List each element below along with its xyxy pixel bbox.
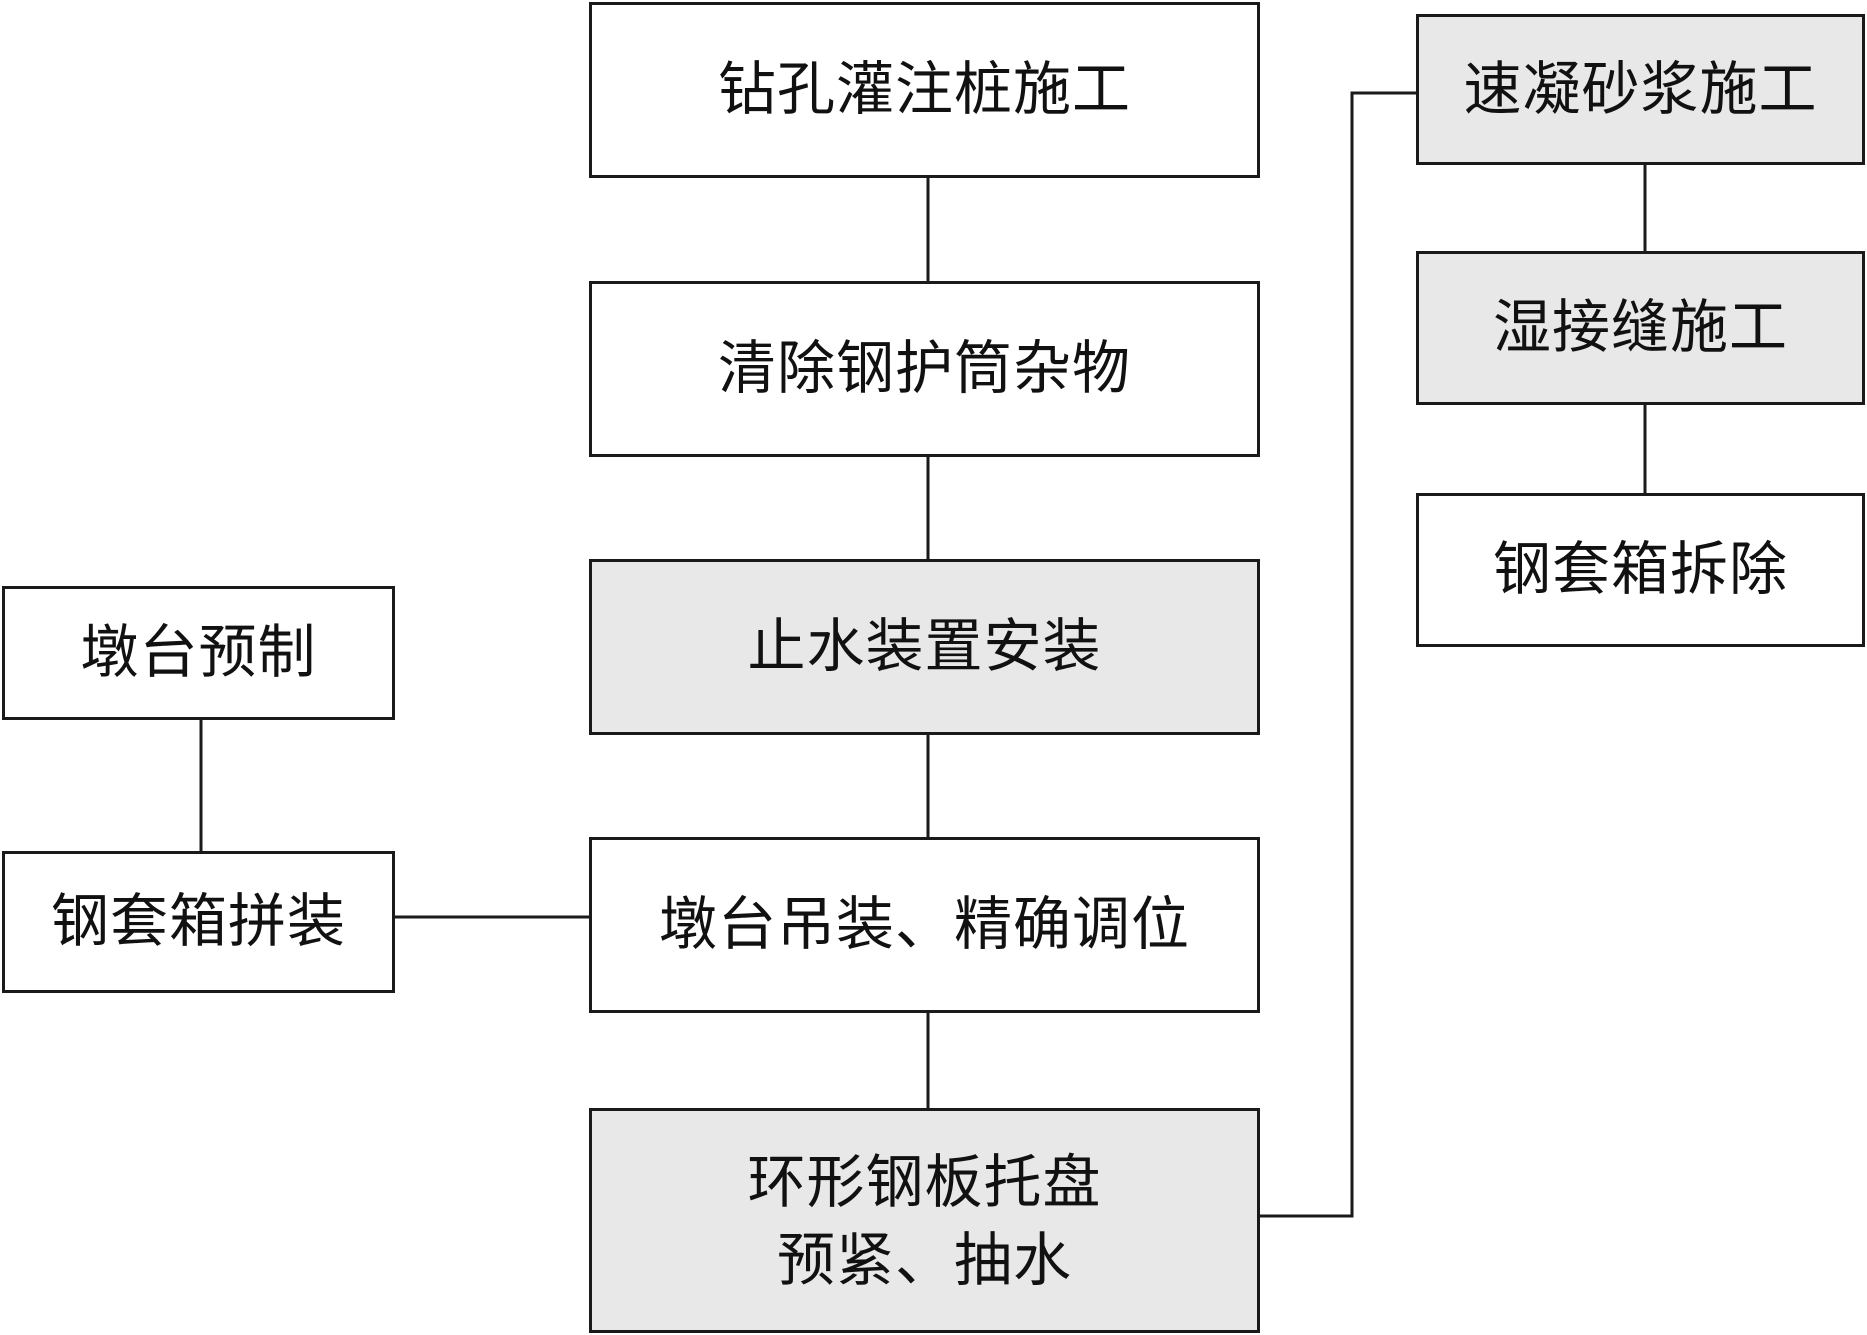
step-waterstop-install-label: 止水装置安装 xyxy=(747,612,1102,681)
step-drill-pile: 钻孔灌注桩施工 xyxy=(589,2,1260,178)
step-box-removal-label: 钢套箱拆除 xyxy=(1492,535,1788,604)
step-ring-tray: 环形钢板托盘 预紧、抽水 xyxy=(589,1108,1260,1333)
step-clean-casing: 清除钢护筒杂物 xyxy=(589,281,1260,457)
step-wet-joint: 湿接缝施工 xyxy=(1416,251,1865,405)
step-clean-casing-label: 清除钢护筒杂物 xyxy=(717,334,1131,403)
step-wet-joint-label: 湿接缝施工 xyxy=(1492,293,1788,362)
step-box-assembly: 钢套箱拼装 xyxy=(2,851,395,993)
step-drill-pile-label: 钻孔灌注桩施工 xyxy=(717,55,1131,124)
step-quick-mortar: 速凝砂浆施工 xyxy=(1416,14,1865,165)
step-quick-mortar-label: 速凝砂浆施工 xyxy=(1463,54,1818,123)
connector-tray-to-mortar xyxy=(1258,91,1418,1218)
step-pier-hoist-label: 墩台吊装、精确调位 xyxy=(658,890,1190,959)
step-ring-tray-label-line1: 环形钢板托盘 xyxy=(747,1147,1102,1216)
step-pier-prefab-label: 墩台预制 xyxy=(80,618,317,687)
step-box-assembly-label: 钢套箱拼装 xyxy=(50,887,346,956)
step-waterstop-install: 止水装置安装 xyxy=(589,559,1260,735)
step-pier-hoist: 墩台吊装、精确调位 xyxy=(589,837,1260,1013)
step-pier-prefab: 墩台预制 xyxy=(2,586,395,720)
step-box-removal: 钢套箱拆除 xyxy=(1416,493,1865,647)
step-ring-tray-label-line2: 预紧、抽水 xyxy=(776,1225,1072,1294)
